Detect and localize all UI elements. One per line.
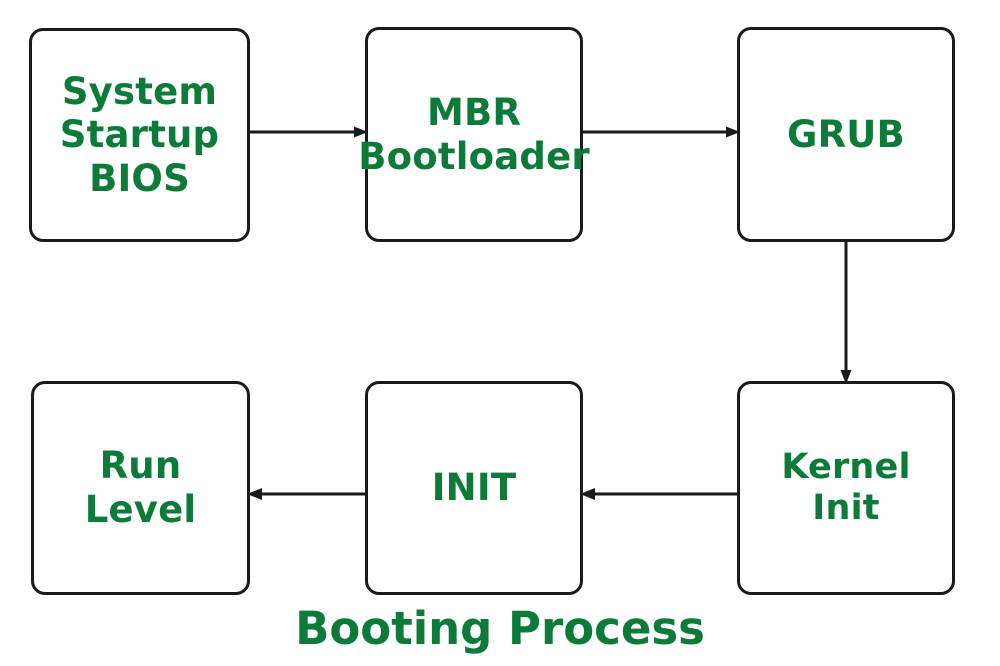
node-kernel-init: Kernel Init [737,381,955,595]
arrow-kernel-init-to-init-icon [580,479,740,509]
arrow-bios-to-mbr-icon [250,117,368,147]
node-label-init: INIT [431,466,517,510]
node-init: INIT [365,381,583,595]
diagram-caption: Booting Process [295,602,705,655]
arrow-init-to-run-level-icon [247,479,368,509]
node-label-kernel: Kernel Init [781,446,911,528]
node-grub: GRUB [737,27,955,242]
node-system-startup-bios: System Startup BIOS [29,28,250,242]
node-label-bios: System Startup BIOS [59,69,220,200]
node-run-level: Run Level [31,381,250,595]
node-mbr-bootloader: MBR Bootloader [358,27,590,242]
arrow-mbr-to-grub-icon [583,117,740,147]
node-label-runlevel: Run Level [84,444,197,531]
arrow-grub-to-kernel-init-icon [831,242,861,384]
node-label-mbr: MBR Bootloader [358,90,590,178]
node-label-grub: GRUB [787,112,905,156]
